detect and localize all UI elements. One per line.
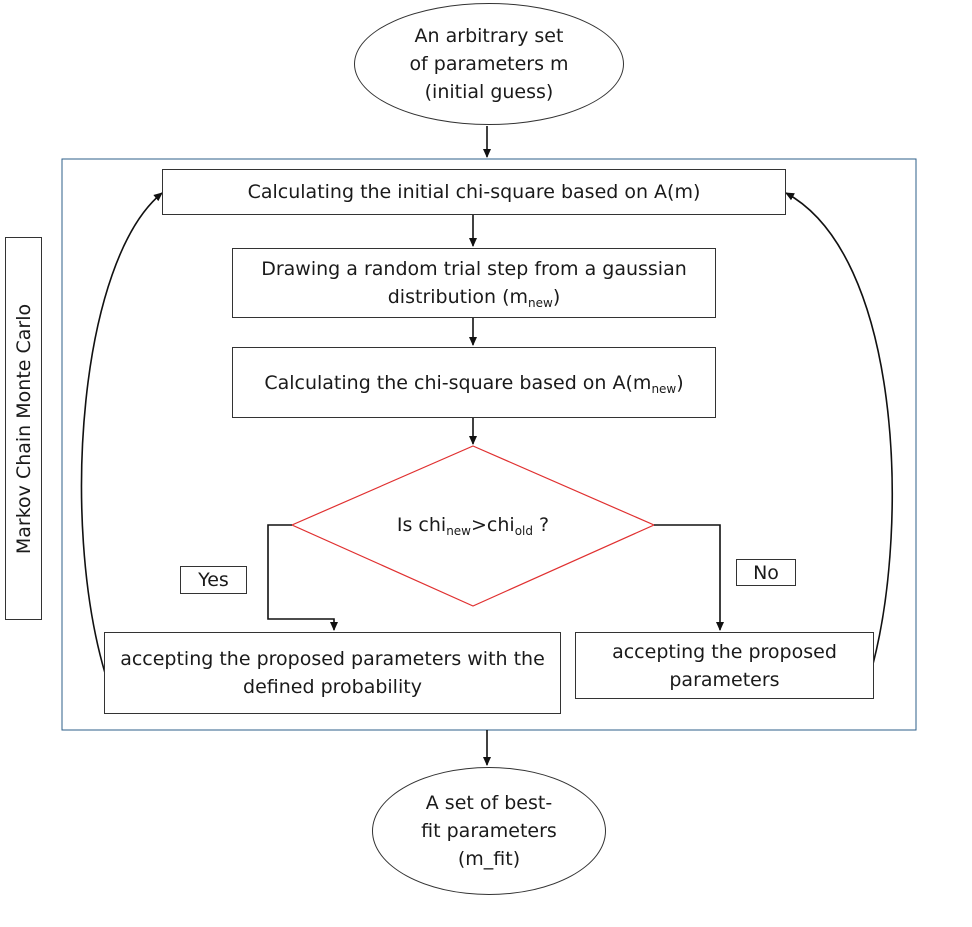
decision-pre: Is chi: [396, 514, 447, 536]
trial-step-line-2-pre: distribution (m: [387, 286, 528, 308]
trial-step-line-2-post: ): [552, 286, 561, 308]
no-label-text: No: [753, 561, 779, 584]
arrow-yes-branch: [267, 524, 338, 631]
start-line-2: of parameters m: [409, 53, 569, 75]
decision-post: ?: [532, 514, 550, 536]
accept-probability-line-1: accepting the proposed parameters with t…: [120, 648, 545, 670]
accept-line-1: accepting the proposed: [612, 640, 837, 663]
arrow-loop-left: [80, 192, 163, 674]
new-chi-post: ): [676, 371, 684, 394]
trial-step-box: Drawing a random trial step from a gauss…: [232, 248, 716, 318]
arrow-loop-right: [785, 192, 894, 665]
trial-step-line-2: distribution (mnew): [261, 283, 687, 311]
mcmc-container: [61, 158, 917, 731]
end-line-3: (m_fit): [457, 848, 521, 870]
arrow-no-branch: [654, 524, 724, 631]
yes-label-text: Yes: [198, 569, 229, 591]
start-line-1: An arbitrary set: [414, 25, 564, 47]
decision-sub-new: new: [446, 524, 471, 538]
end-node: A set of best- fit parameters (m_fit): [372, 767, 606, 895]
accept-probability-line-2: defined probability: [243, 676, 422, 698]
accept-box: accepting the proposed parameters: [575, 632, 874, 699]
decision-mid: >chi: [471, 514, 515, 536]
start-line-3: (initial guess): [424, 81, 554, 103]
yes-label: Yes: [180, 566, 247, 594]
decision-text: Is chinew>chiold ?: [330, 508, 616, 542]
new-chi-text: Calculating the chi-square based on A(mn…: [264, 369, 683, 397]
trial-step-subscript: new: [528, 296, 553, 310]
initial-chi-text: Calculating the initial chi-square based…: [247, 181, 701, 203]
accept-line-2: parameters: [669, 668, 780, 691]
end-line-1: A set of best-: [425, 792, 553, 814]
mcmc-label: Markov Chain Monte Carlo: [5, 237, 42, 620]
no-label: No: [736, 559, 796, 586]
new-chi-subscript: new: [651, 381, 677, 396]
end-line-2: fit parameters: [421, 820, 557, 842]
decision-diamond: [290, 445, 656, 607]
initial-chi-box: Calculating the initial chi-square based…: [162, 169, 786, 215]
trial-step-line-1: Drawing a random trial step from a gauss…: [261, 258, 687, 280]
mcmc-label-text: Markov Chain Monte Carlo: [12, 303, 35, 554]
start-node: An arbitrary set of parameters m (initia…: [354, 3, 624, 125]
new-chi-box: Calculating the chi-square based on A(mn…: [232, 347, 716, 418]
decision-sub-old: old: [514, 524, 533, 538]
accept-probability-box: accepting the proposed parameters with t…: [104, 632, 561, 714]
new-chi-pre: Calculating the chi-square based on A(m: [264, 371, 652, 394]
